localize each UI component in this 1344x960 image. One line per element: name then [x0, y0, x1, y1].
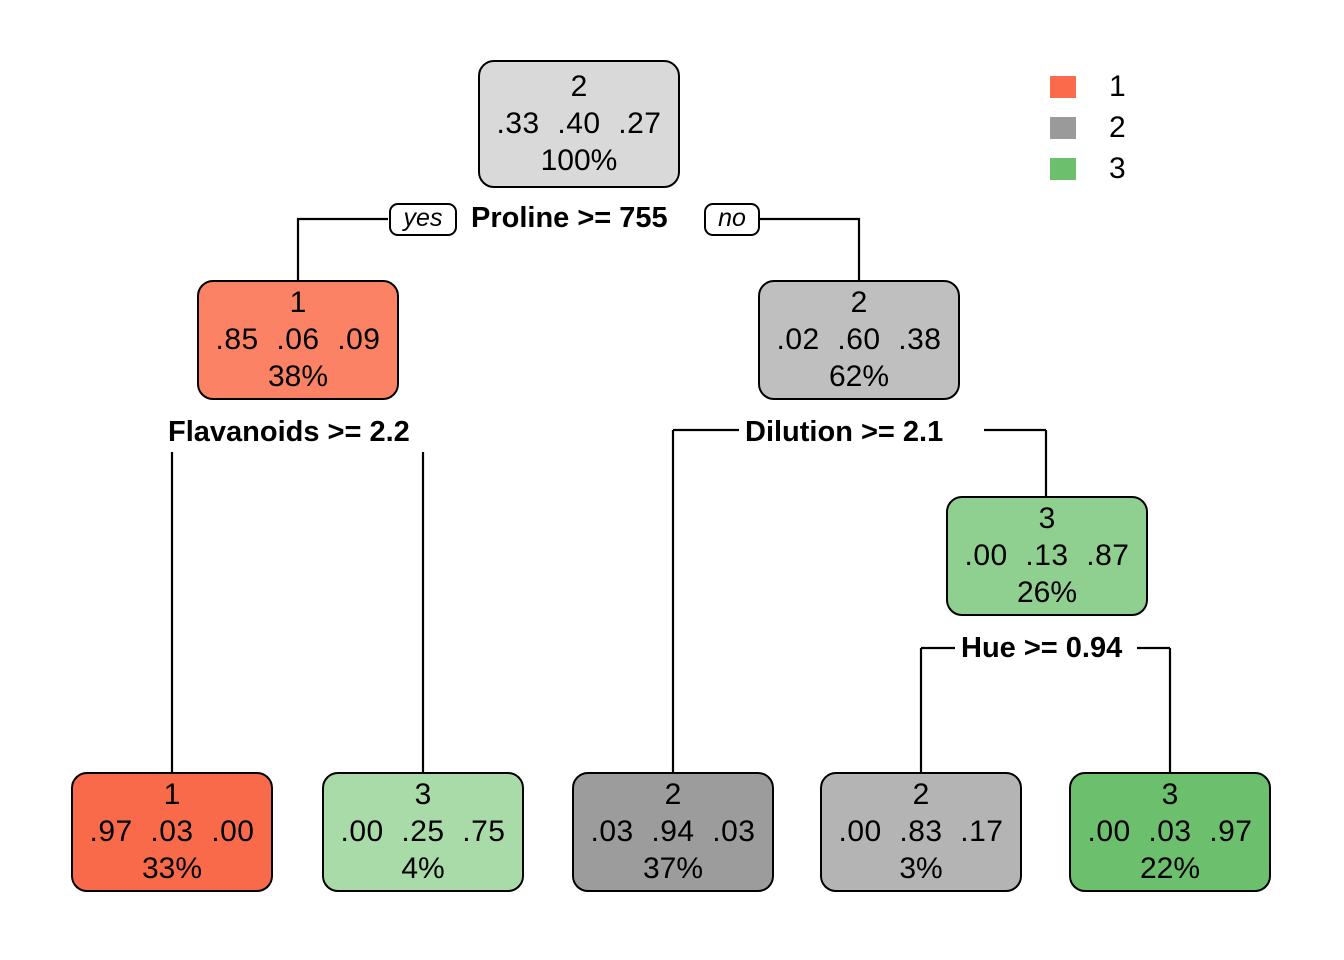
- edge-root-right: [760, 217, 861, 280]
- node-n2-pct: 38%: [267, 360, 329, 393]
- node-right-class2[interactable]: 2 .02 .60 .38 62%: [758, 280, 960, 400]
- legend-item-2: 2: [1050, 107, 1126, 148]
- leaf4-class: 2: [912, 778, 930, 811]
- leaf-node-5[interactable]: 3 .00 .03 .97 22%: [1069, 772, 1271, 892]
- node-n3-pct: 62%: [828, 360, 890, 393]
- leaf3-class: 2: [664, 778, 682, 811]
- leaf-node-1[interactable]: 1 .97 .03 .00 33%: [71, 772, 273, 892]
- legend-label-1: 1: [1109, 69, 1126, 103]
- leaf3-probs: .03 .94 .03: [590, 815, 756, 848]
- legend-item-1: 1: [1050, 66, 1126, 107]
- node-root[interactable]: 2 .33 .40 .27 100%: [478, 60, 680, 188]
- split-label-proline: Proline >= 755: [465, 204, 674, 233]
- node-root-pct: 100%: [540, 144, 618, 177]
- leaf-node-2[interactable]: 3 .00 .25 .75 4%: [322, 772, 524, 892]
- node-n7-pct: 26%: [1016, 576, 1078, 609]
- node-n7-probs: .00 .13 .87: [964, 539, 1130, 572]
- split-label-flavanoids: Flavanoids >= 2.2: [162, 418, 416, 447]
- node-root-class: 2: [570, 70, 588, 103]
- node-n7-class: 3: [1038, 502, 1056, 535]
- leaf5-class: 3: [1161, 778, 1179, 811]
- leaf2-class: 3: [414, 778, 432, 811]
- legend-item-3: 3: [1050, 148, 1126, 189]
- legend-swatch-1: [1050, 75, 1076, 98]
- node-n3-class: 2: [850, 286, 868, 319]
- legend-swatch-3: [1050, 157, 1076, 180]
- node-mid-class3[interactable]: 3 .00 .13 .87 26%: [946, 496, 1148, 616]
- leaf4-probs: .00 .83 .17: [838, 815, 1004, 848]
- node-left-class1[interactable]: 1 .85 .06 .09 38%: [197, 280, 399, 400]
- leaf2-probs: .00 .25 .75: [340, 815, 506, 848]
- split-label-dilution: Dilution >= 2.1: [739, 418, 950, 447]
- legend: 1 2 3: [1050, 66, 1126, 189]
- node-n3-probs: .02 .60 .38: [776, 323, 942, 356]
- leaf1-class: 1: [163, 778, 181, 811]
- legend-label-2: 2: [1109, 110, 1126, 144]
- leaf5-probs: .00 .03 .97: [1087, 815, 1253, 848]
- edge-root-left: [296, 217, 388, 280]
- leaf5-pct: 22%: [1139, 852, 1201, 885]
- leaf-node-3[interactable]: 2 .03 .94 .03 37%: [572, 772, 774, 892]
- node-n2-probs: .85 .06 .09: [215, 323, 381, 356]
- node-root-probs: .33 .40 .27: [496, 107, 662, 140]
- leaf-node-4[interactable]: 2 .00 .83 .17 3%: [820, 772, 1022, 892]
- leaf1-probs: .97 .03 .00: [89, 815, 255, 848]
- leaf1-pct: 33%: [141, 852, 203, 885]
- leaf2-pct: 4%: [401, 852, 445, 885]
- split-label-hue: Hue >= 0.94: [955, 634, 1129, 663]
- legend-swatch-2: [1050, 116, 1076, 139]
- legend-label-3: 3: [1109, 151, 1126, 185]
- branch-label-no: no: [704, 203, 760, 236]
- leaf4-pct: 3%: [899, 852, 943, 885]
- branch-label-yes: yes: [389, 203, 457, 236]
- leaf3-pct: 37%: [642, 852, 704, 885]
- node-n2-class: 1: [289, 286, 307, 319]
